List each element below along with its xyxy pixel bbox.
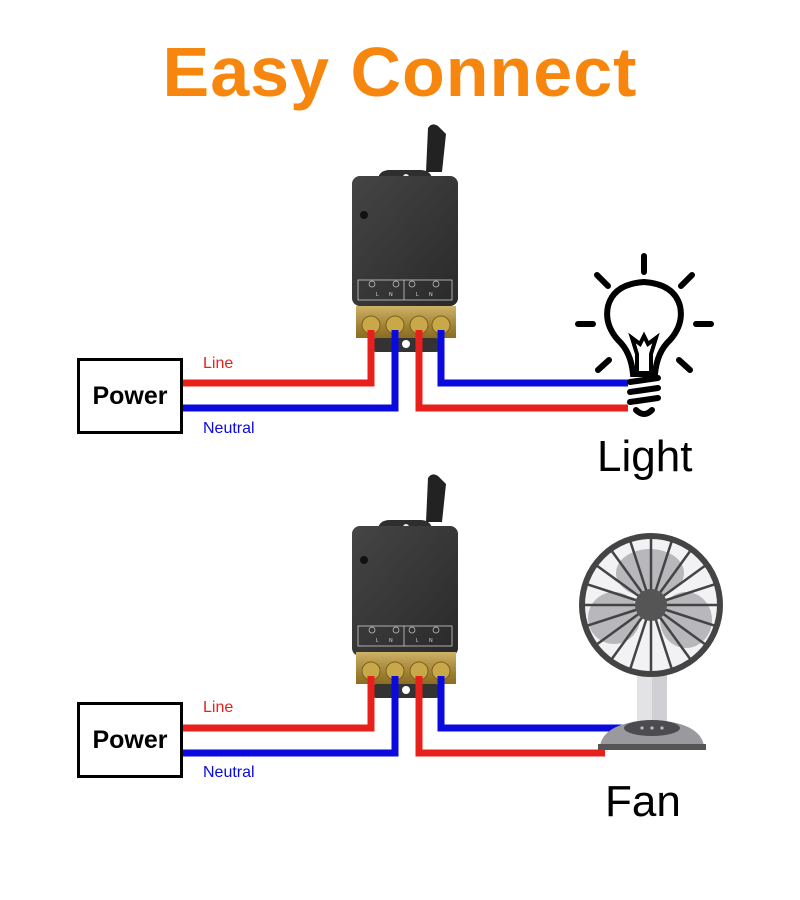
neutral-label: Neutral <box>203 420 255 437</box>
neutral-wire-output <box>437 330 628 387</box>
power-source-box: Power <box>77 702 183 778</box>
svg-text:L: L <box>376 292 379 298</box>
svg-text:L: L <box>416 638 419 644</box>
svg-text:N: N <box>389 292 393 298</box>
antenna-icon <box>426 474 446 522</box>
svg-text:N: N <box>429 292 433 298</box>
line-wire-output <box>415 330 628 412</box>
relay-module: L N L N <box>352 170 458 352</box>
line-wire-input <box>183 330 375 387</box>
neutral-wire-input <box>183 330 399 412</box>
neutral-label: Neutral <box>203 764 255 781</box>
line-label: Line <box>203 699 234 716</box>
power-label: Power <box>92 725 168 754</box>
svg-text:N: N <box>389 638 393 644</box>
svg-text:N: N <box>429 638 433 644</box>
power-source-box: Power <box>77 358 183 434</box>
fan-wiring-diagram: L N L N <box>0 470 800 870</box>
antenna-icon <box>426 124 446 172</box>
device-label-light: Light <box>597 432 693 481</box>
light-wiring-diagram: L N L N <box>0 120 800 520</box>
light-wiring-svg: L N L N <box>183 124 714 417</box>
fan-wiring-svg: L N L N <box>183 474 723 757</box>
line-wire-output <box>415 676 605 757</box>
desk-fan-icon <box>579 533 723 750</box>
line-wire-input <box>183 676 375 732</box>
svg-text:L: L <box>416 292 419 298</box>
neutral-wire-output <box>437 676 638 732</box>
page-title: Easy Connect <box>162 33 638 111</box>
svg-text:L: L <box>376 638 379 644</box>
device-label-fan: Fan <box>605 777 681 826</box>
power-label: Power <box>92 381 168 410</box>
neutral-wire-input <box>183 676 399 757</box>
line-label: Line <box>203 355 234 372</box>
light-bulb-icon <box>575 253 714 417</box>
relay-module: L N L N <box>352 520 458 698</box>
